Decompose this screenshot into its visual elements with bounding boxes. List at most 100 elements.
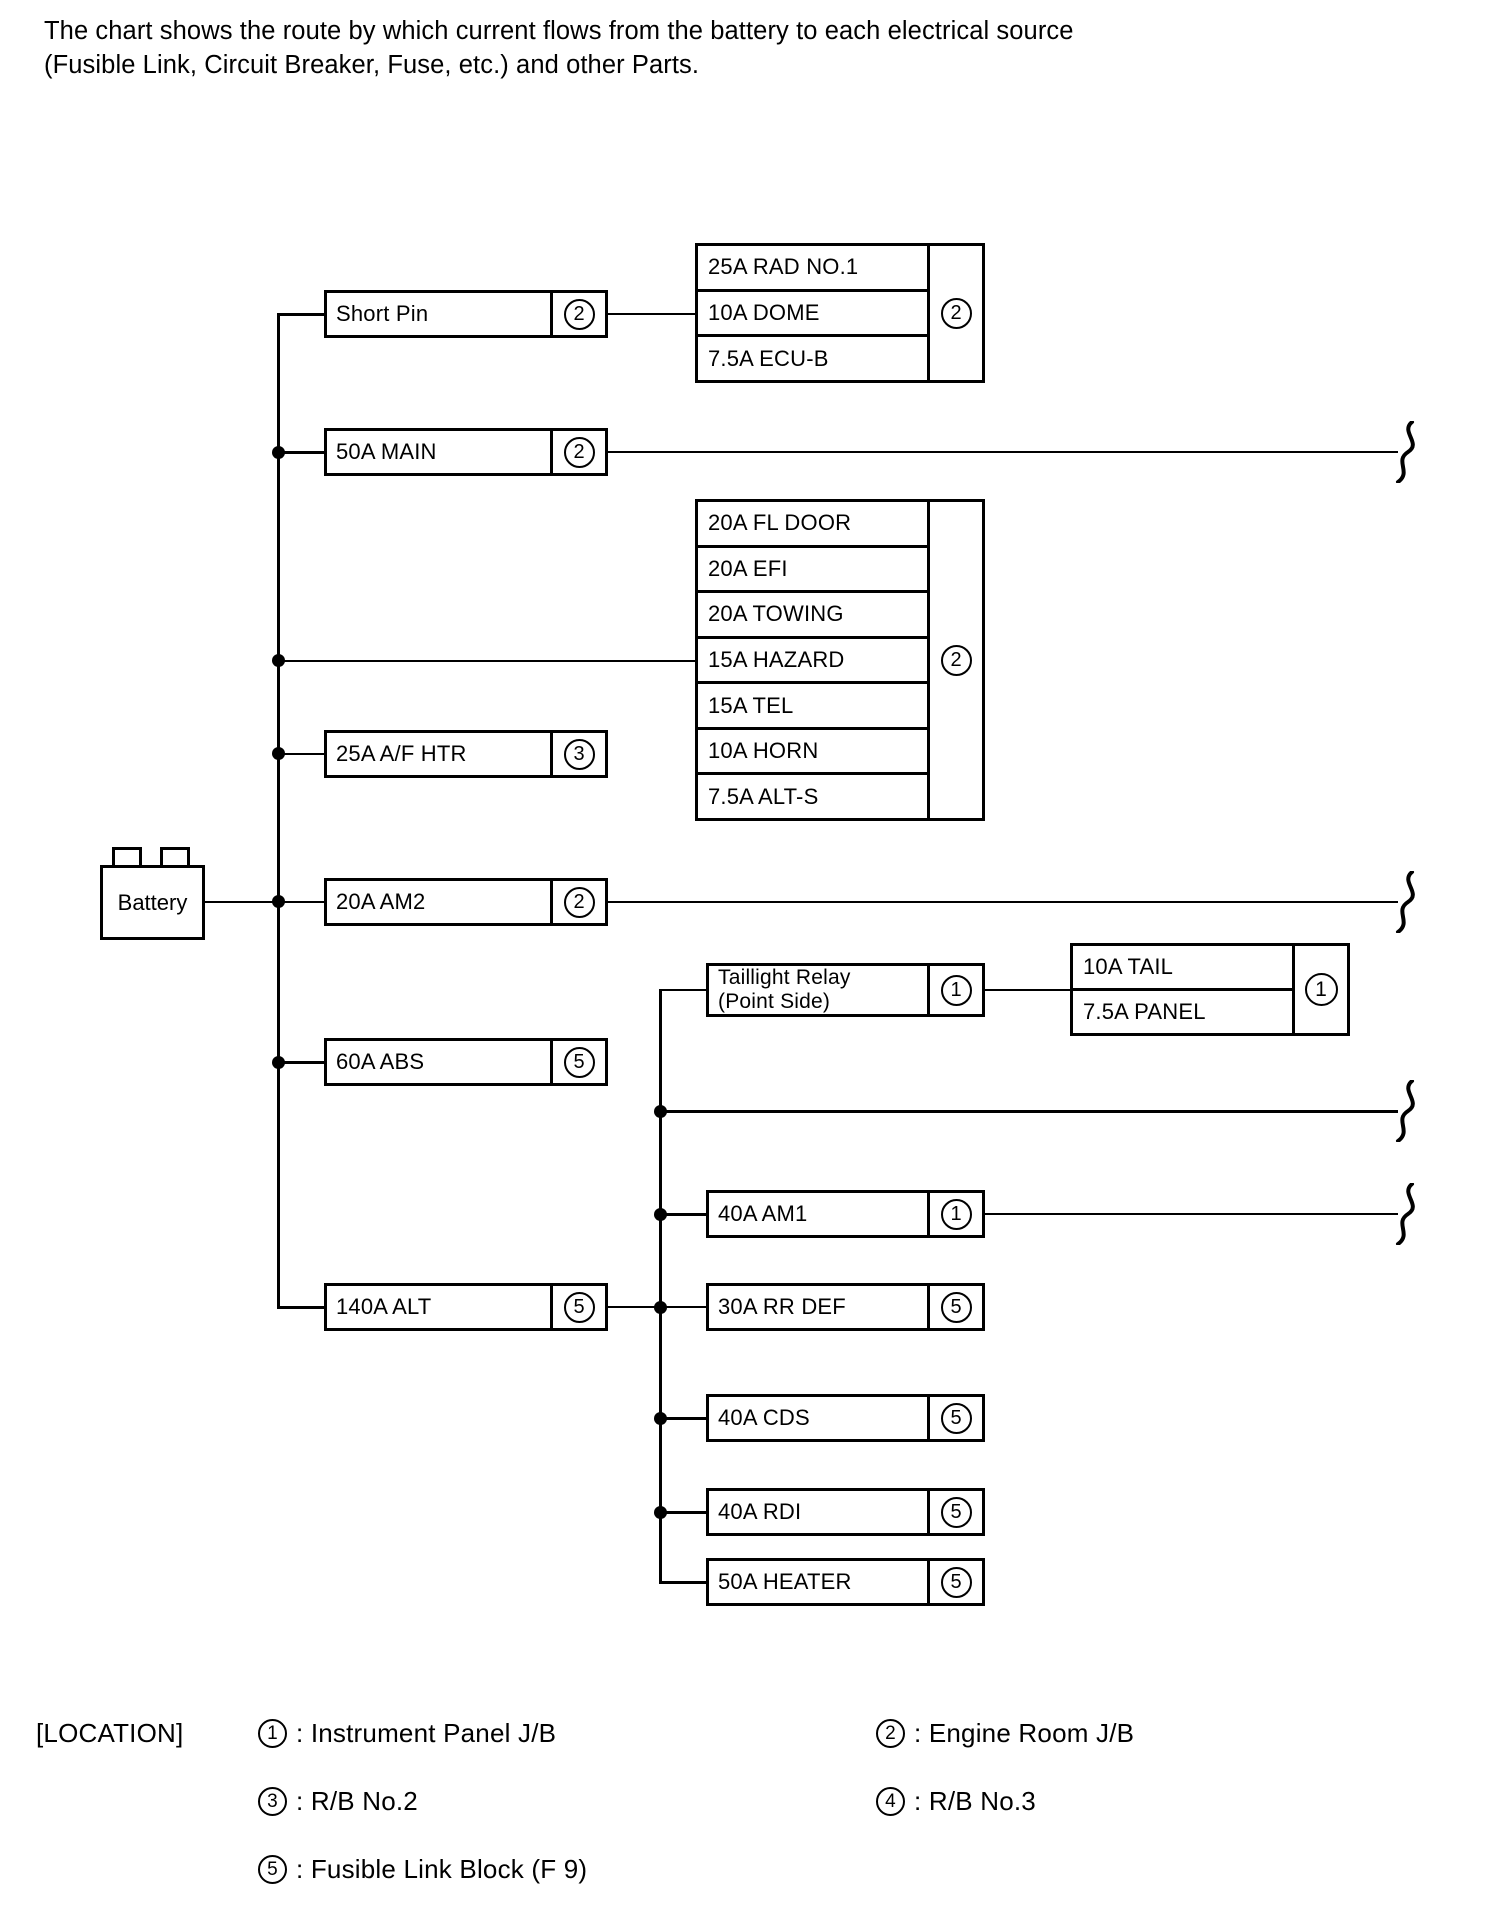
- node-50a-heater-label: 50A HEATER: [718, 1569, 852, 1595]
- legend-item-3: 3 : R/B No.2: [258, 1786, 418, 1817]
- legend-text-3: : R/B No.2: [296, 1786, 418, 1816]
- node-20a-am2-label: 20A AM2: [336, 889, 426, 915]
- fuse-row[interactable]: 10A HORN: [698, 730, 927, 776]
- node-50a-main[interactable]: 50A MAIN 2: [324, 428, 608, 476]
- wire-to-20a-am2: [277, 901, 324, 903]
- wire-40a-am1-out: [985, 1213, 1398, 1215]
- node-short-pin-label: Short Pin: [336, 301, 429, 327]
- fuse-stack-instrument-panel-location-badge: 1: [1292, 946, 1347, 1033]
- node-20a-am2-location-badge: 2: [550, 881, 605, 923]
- intro-paragraph: The chart shows the route by which curre…: [44, 14, 1114, 82]
- break-symbol: [1392, 1080, 1426, 1142]
- node-60a-abs-label: 60A ABS: [336, 1049, 425, 1075]
- wire-50a-main-out: [608, 451, 1398, 453]
- fuse-row[interactable]: 10A TAIL: [1073, 946, 1292, 991]
- battery-label: Battery: [117, 889, 188, 915]
- battery-terminal-right: [160, 847, 190, 867]
- fuse-row[interactable]: 7.5A ECU-B: [708, 345, 829, 371]
- node-taillight-relay[interactable]: Taillight Relay (Point Side) 1: [706, 963, 985, 1017]
- node-60a-abs[interactable]: 60A ABS 5: [324, 1038, 608, 1086]
- main-bus-line: [277, 313, 280, 1309]
- wire-to-40a-rdi: [659, 1511, 706, 1514]
- fuse-stack-engine-room-top[interactable]: 25A RAD NO.1 10A DOME 7.5A ECU-B 2: [695, 243, 985, 383]
- legend-text-4: : R/B No.3: [914, 1786, 1036, 1816]
- wire-to-60a-abs: [277, 1061, 324, 1064]
- node-20a-am2[interactable]: 20A AM2 2: [324, 878, 608, 926]
- fuse-row[interactable]: 25A RAD NO.1: [698, 246, 927, 292]
- node-30a-rr-def-label: 30A RR DEF: [718, 1294, 846, 1320]
- fuse-stack-engine-room-mid-rows: 20A FL DOOR 20A EFI 20A TOWING 15A HAZAR…: [698, 502, 927, 818]
- wire-to-140a-alt: [277, 1306, 324, 1309]
- wire-to-stack-engine-room-mid: [277, 660, 695, 662]
- node-40a-cds-location-badge: 5: [927, 1397, 982, 1439]
- node-40a-rdi[interactable]: 40A RDI 5: [706, 1488, 985, 1536]
- fuse-stack-instrument-panel-rows: 10A TAIL 7.5A PANEL: [1073, 946, 1292, 1033]
- wire-to-50a-main: [277, 451, 324, 454]
- legend-item-4: 4 : R/B No.3: [876, 1786, 1036, 1817]
- fuse-stack-engine-room-mid-location-badge: 2: [927, 502, 982, 818]
- legend-circle-2: 2: [876, 1719, 905, 1748]
- node-40a-rdi-label: 40A RDI: [718, 1499, 802, 1525]
- break-symbol: [1392, 1183, 1426, 1245]
- wire-20a-am2-out: [608, 901, 1398, 903]
- legend-item-5: 5 : Fusible Link Block (F 9): [258, 1854, 587, 1885]
- node-140a-alt-label: 140A ALT: [336, 1294, 432, 1320]
- legend-title: [LOCATION]: [36, 1718, 184, 1748]
- node-50a-heater[interactable]: 50A HEATER 5: [706, 1558, 985, 1606]
- fuse-stack-engine-room-top-location-badge: 2: [927, 246, 982, 380]
- legend-text-5: : Fusible Link Block (F 9): [296, 1854, 588, 1884]
- intro-line-2: (Fusible Link, Circuit Breaker, Fuse, et…: [44, 51, 700, 79]
- legend-text-2: : Engine Room J/B: [914, 1718, 1135, 1748]
- node-taillight-relay-label-line2: (Point Side): [718, 990, 831, 1013]
- legend-item-2: 2 : Engine Room J/B: [876, 1718, 1134, 1749]
- node-short-pin-location-badge: 2: [550, 293, 605, 335]
- node-50a-main-label: 50A MAIN: [336, 439, 437, 465]
- node-taillight-relay-label: Taillight Relay (Point Side): [709, 966, 927, 1014]
- node-140a-alt-location-badge: 5: [550, 1286, 605, 1328]
- sub-bus-line: [659, 989, 662, 1584]
- node-60a-abs-location-badge: 5: [550, 1041, 605, 1083]
- node-30a-rr-def[interactable]: 30A RR DEF 5: [706, 1283, 985, 1331]
- node-40a-cds[interactable]: 40A CDS 5: [706, 1394, 985, 1442]
- wire-to-40a-am1: [659, 1213, 706, 1216]
- fuse-stack-engine-room-mid[interactable]: 20A FL DOOR 20A EFI 20A TOWING 15A HAZAR…: [695, 499, 985, 821]
- break-symbol: [1392, 871, 1426, 933]
- node-short-pin[interactable]: Short Pin 2: [324, 290, 608, 338]
- intro-line-1: The chart shows the route by which curre…: [44, 17, 1074, 45]
- fuse-row[interactable]: 20A TOWING: [698, 593, 927, 639]
- wire-140a-alt-to-sub-bus: [608, 1306, 668, 1308]
- fuse-stack-engine-room-top-rows: 25A RAD NO.1 10A DOME 7.5A ECU-B: [698, 246, 927, 380]
- node-40a-am1-label: 40A AM1: [718, 1201, 808, 1227]
- fuse-row[interactable]: 7.5A ALT-S: [708, 783, 819, 809]
- legend-item-1: 1 : Instrument Panel J/B: [258, 1718, 556, 1749]
- fuse-row[interactable]: 15A TEL: [698, 684, 927, 730]
- fuse-row[interactable]: 7.5A PANEL: [1083, 999, 1206, 1024]
- fuse-row[interactable]: 20A FL DOOR: [698, 502, 927, 548]
- node-50a-main-location-badge: 2: [550, 431, 605, 473]
- break-symbol: [1392, 421, 1426, 483]
- fuse-stack-instrument-panel[interactable]: 10A TAIL 7.5A PANEL 1: [1070, 943, 1350, 1036]
- wire-relay-to-tail-stack: [985, 989, 1070, 991]
- node-40a-rdi-location-badge: 5: [927, 1491, 982, 1533]
- legend-circle-5: 5: [258, 1855, 287, 1884]
- node-50a-heater-location-badge: 5: [927, 1561, 982, 1603]
- node-taillight-relay-location-badge: 1: [927, 966, 982, 1014]
- wire-short-pin-to-stack-top: [608, 313, 695, 315]
- node-25a-af-htr[interactable]: 25A A/F HTR 3: [324, 730, 608, 778]
- fuse-row[interactable]: 15A HAZARD: [698, 639, 927, 685]
- wire-sub-bus-out: [659, 1110, 1398, 1113]
- node-30a-rr-def-location-badge: 5: [927, 1286, 982, 1328]
- node-25a-af-htr-label: 25A A/F HTR: [336, 741, 467, 767]
- node-40a-am1[interactable]: 40A AM1 1: [706, 1190, 985, 1238]
- node-40a-am1-location-badge: 1: [927, 1193, 982, 1235]
- node-140a-alt[interactable]: 140A ALT 5: [324, 1283, 608, 1331]
- node-taillight-relay-label-line1: Taillight Relay: [718, 966, 851, 990]
- battery[interactable]: Battery: [100, 865, 205, 940]
- node-40a-cds-label: 40A CDS: [718, 1405, 810, 1431]
- fuse-row[interactable]: 10A DOME: [698, 292, 927, 338]
- fuse-row[interactable]: 20A EFI: [698, 548, 927, 594]
- wire-to-50a-heater: [659, 1581, 706, 1584]
- legend-circle-1: 1: [258, 1719, 287, 1748]
- node-25a-af-htr-location-badge: 3: [550, 733, 605, 775]
